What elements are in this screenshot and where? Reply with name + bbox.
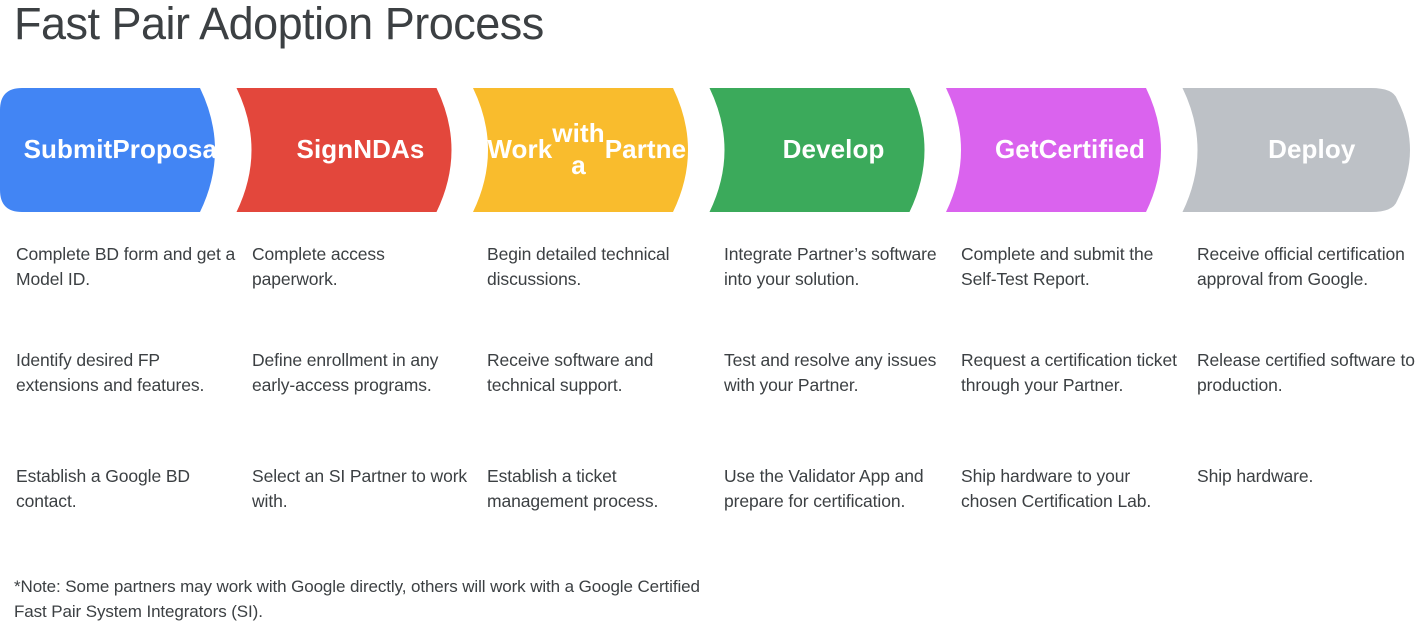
bullet-item: Establish a ticket management process. [487,466,659,511]
bullet-item: Define enrollment in any early-access pr… [252,350,439,395]
bullet-grid: Complete BD form and get a Model ID. Iden… [0,236,1423,536]
bullet-item: Select an SI Partner to work with. [252,466,468,511]
stage-shape-sign-ndas[interactable] [236,88,452,212]
bullet-item: Request a certification ticket through y… [961,350,1177,395]
bullet-item: Receive official certification approval … [1197,244,1405,289]
bullet-item: Complete and submit the Self-Test Report… [961,244,1154,289]
bullet-item: Establish a Google BD contact. [16,466,190,511]
process-banner-shapes [0,88,1411,212]
bullet-item: Integrate Partner’s software into your s… [724,244,937,289]
bullet-item: Identify desired FP extensions and featu… [16,350,205,395]
stage-shape-work-with-a-partner[interactable] [473,88,688,212]
bullet-item: Complete BD form and get a Model ID. [16,244,236,289]
page-title: Fast Pair Adoption Process [14,0,544,49]
bullet-item: Release certified software to production… [1197,350,1415,395]
footnote: *Note: Some partners may work with Googl… [14,577,700,621]
stage-shape-develop[interactable] [709,88,925,212]
stage-shape-deploy[interactable] [1182,88,1411,212]
stage-shape-submit-proposal[interactable] [0,88,215,212]
bullet-item: Ship hardware. [1197,466,1314,486]
bullet-item: Receive software and technical support. [487,350,654,395]
bullet-item: Begin detailed technical discussions. [487,244,670,289]
bullet-item: Ship hardware to your chosen Certificati… [961,466,1152,511]
bullet-item: Test and resolve any issues with your Pa… [724,350,937,395]
stage-shape-get-certified[interactable] [946,88,1161,212]
bullet-item: Use the Validator App and prepare for ce… [724,466,924,511]
bullet-item: Complete access paperwork. [252,244,385,289]
